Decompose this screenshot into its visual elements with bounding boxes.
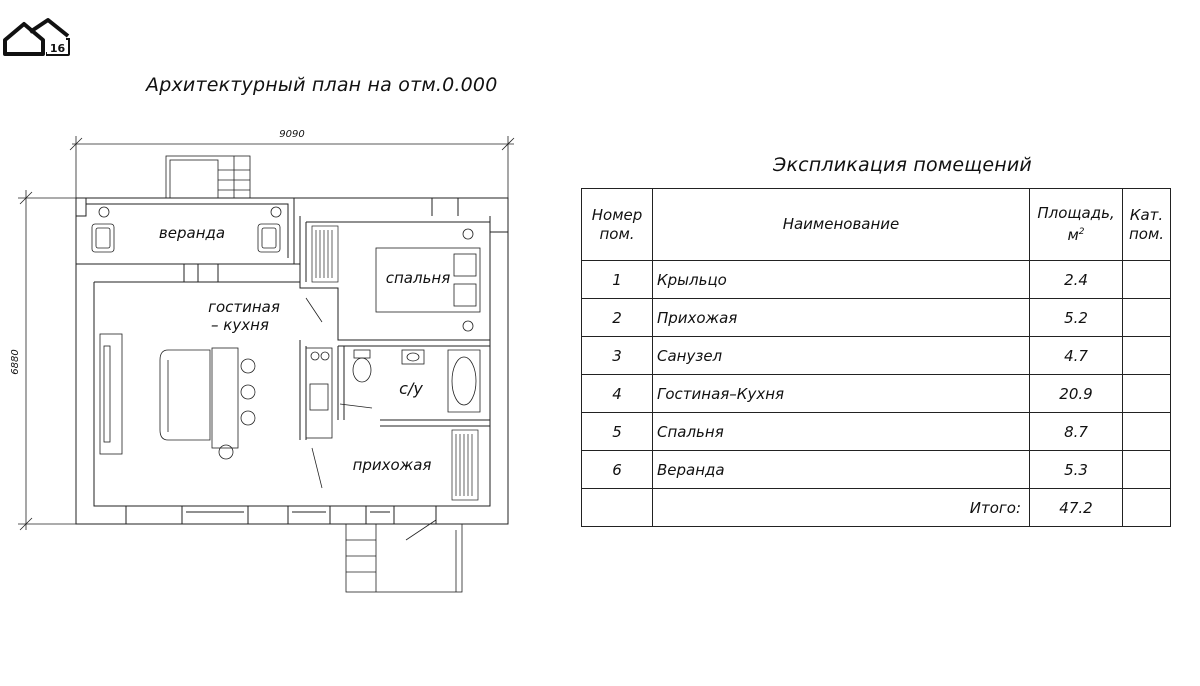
- cell-name: Санузел: [652, 336, 1030, 375]
- cell-total-category: [1122, 488, 1171, 527]
- table-row: 6 Веранда 5.3: [581, 450, 1171, 489]
- table-row: 1 Крыльцо 2.4: [581, 260, 1171, 299]
- cell-total-empty: [581, 488, 653, 527]
- dimension-height: 6880: [10, 349, 21, 374]
- table-row: 4 Гостиная–Кухня 20.9: [581, 374, 1171, 413]
- header-category-line2: пом.: [1128, 224, 1165, 243]
- cell-number: 2: [581, 298, 653, 337]
- cell-area: 20.9: [1029, 374, 1123, 413]
- cell-area: 5.3: [1029, 450, 1123, 489]
- cell-name: Веранда: [652, 450, 1030, 489]
- bottom-porch: [345, 523, 463, 593]
- cell-number: 3: [581, 336, 653, 375]
- room-label-living-2: – кухня: [211, 316, 269, 334]
- logo-number: 16: [50, 42, 66, 55]
- header-area-line2: м: [1067, 226, 1079, 244]
- explication-table: Номер пом. Наименование Площадь, м2 Кат.…: [581, 188, 1171, 527]
- room-label-living-1: гостиная: [208, 298, 280, 316]
- total-value: 47.2: [1029, 488, 1123, 527]
- cell-name: Крыльцо: [652, 260, 1030, 299]
- bed: [375, 228, 481, 332]
- room-label-bedroom: спальня: [386, 269, 451, 287]
- room-label-veranda: веранда: [159, 224, 225, 242]
- cell-area: 8.7: [1029, 412, 1123, 451]
- top-porch: [165, 155, 251, 199]
- header-number: Номер пом.: [581, 188, 653, 261]
- total-label: Итого:: [652, 488, 1030, 527]
- walls: [75, 197, 509, 525]
- kitchen-units: [305, 347, 333, 439]
- header-number-line2: пом.: [599, 224, 635, 243]
- table-row: 3 Санузел 4.7: [581, 336, 1171, 375]
- header-category-line1: Кат.: [1129, 205, 1164, 224]
- header-category: Кат. пом.: [1122, 188, 1171, 261]
- header-area-line1: Площадь,: [1037, 204, 1115, 222]
- doors: [305, 297, 437, 541]
- header-area: Площадь, м2: [1029, 188, 1123, 261]
- header-area-sup: 2: [1078, 227, 1085, 237]
- table-total-row: Итого: 47.2: [581, 488, 1171, 527]
- explication-title: Экспликация помещений: [773, 154, 1032, 176]
- wardrobes: [311, 225, 479, 501]
- cell-number: 1: [581, 260, 653, 299]
- cell-number: 4: [581, 374, 653, 413]
- dimension-lines: [18, 136, 515, 531]
- cell-category: [1122, 336, 1171, 375]
- cell-name: Спальня: [652, 412, 1030, 451]
- cell-area: 2.4: [1029, 260, 1123, 299]
- cell-number: 6: [581, 450, 653, 489]
- cell-category: [1122, 374, 1171, 413]
- cell-number: 5: [581, 412, 653, 451]
- header-name: Наименование: [652, 188, 1030, 261]
- dimension-width: 9090: [279, 129, 304, 140]
- bathroom-fixtures: [352, 349, 481, 413]
- cell-category: [1122, 298, 1171, 337]
- living-room-furniture: [99, 333, 256, 460]
- veranda-furniture: [91, 206, 282, 253]
- cell-category: [1122, 450, 1171, 489]
- logo-badge: [47, 40, 68, 54]
- cell-area: 5.2: [1029, 298, 1123, 337]
- cell-area: 4.7: [1029, 336, 1123, 375]
- floor-plan: 9090 6880: [10, 129, 515, 593]
- table-header-row: Номер пом. Наименование Площадь, м2 Кат.…: [581, 188, 1171, 261]
- cell-name: Гостиная–Кухня: [652, 374, 1030, 413]
- header-name-text: Наименование: [782, 215, 900, 233]
- cell-category: [1122, 260, 1171, 299]
- cell-category: [1122, 412, 1171, 451]
- logo: 16: [3, 18, 70, 56]
- plan-title: Архитектурный план на отм.0.000: [146, 74, 498, 96]
- cell-name: Прихожая: [652, 298, 1030, 337]
- room-label-bathroom: с/у: [399, 379, 423, 398]
- table-row: 2 Прихожая 5.2: [581, 298, 1171, 337]
- table-row: 5 Спальня 8.7: [581, 412, 1171, 451]
- header-number-line1: Номер: [591, 205, 643, 224]
- room-label-hall: прихожая: [353, 456, 432, 474]
